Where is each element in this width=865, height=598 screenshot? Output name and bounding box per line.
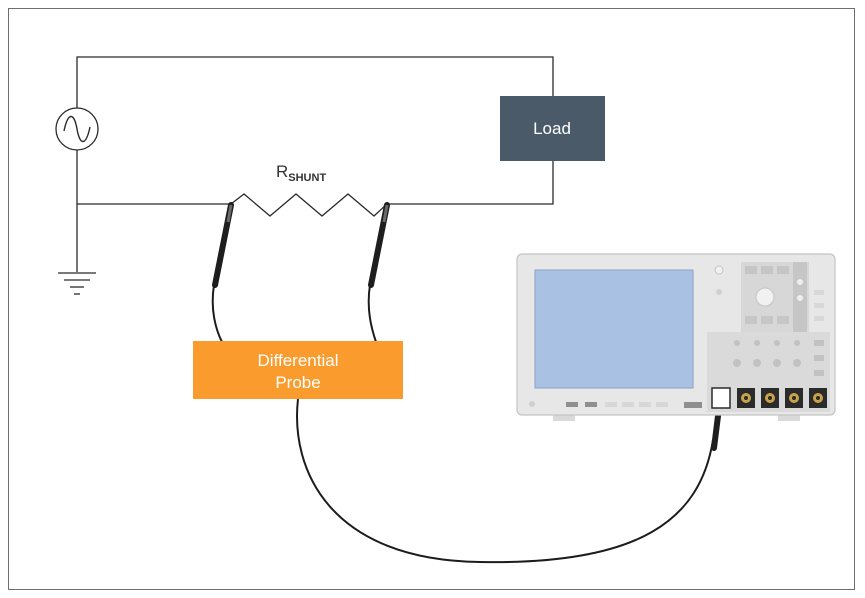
bottom-buttons: [529, 401, 702, 408]
main-knob: [755, 287, 775, 307]
left-wire: [76, 150, 231, 205]
input-connectors: [711, 387, 827, 409]
channel-knobs: [733, 340, 824, 376]
probe-tip-left: [212, 202, 234, 288]
diagram-frame: [8, 8, 855, 590]
circuit-wires: [76, 56, 554, 272]
probe-tip-right: [368, 202, 390, 288]
right-wire: [387, 161, 554, 205]
probe-label-line2: Probe: [275, 373, 320, 392]
top-wire: [76, 56, 554, 108]
load-label: Load: [533, 119, 571, 138]
shunt-resistor: [230, 193, 388, 217]
probe-output-cable: [296, 398, 714, 564]
ac-source-icon: [55, 107, 99, 151]
small-knob: [714, 265, 724, 275]
probe-leads: [211, 284, 377, 343]
oscilloscope: [516, 253, 836, 421]
oscilloscope-foot-left: [553, 414, 575, 421]
rshunt-label: RSHUNT: [276, 162, 326, 184]
oscilloscope-foot-right: [778, 414, 800, 421]
ground-icon: [58, 272, 96, 295]
load-box: Load: [500, 96, 605, 161]
oscilloscope-screen: [534, 269, 694, 389]
probe-label-line1: Differential: [258, 351, 339, 370]
differential-probe: Differential Probe: [193, 341, 403, 399]
channel-1-connector: [711, 387, 731, 409]
